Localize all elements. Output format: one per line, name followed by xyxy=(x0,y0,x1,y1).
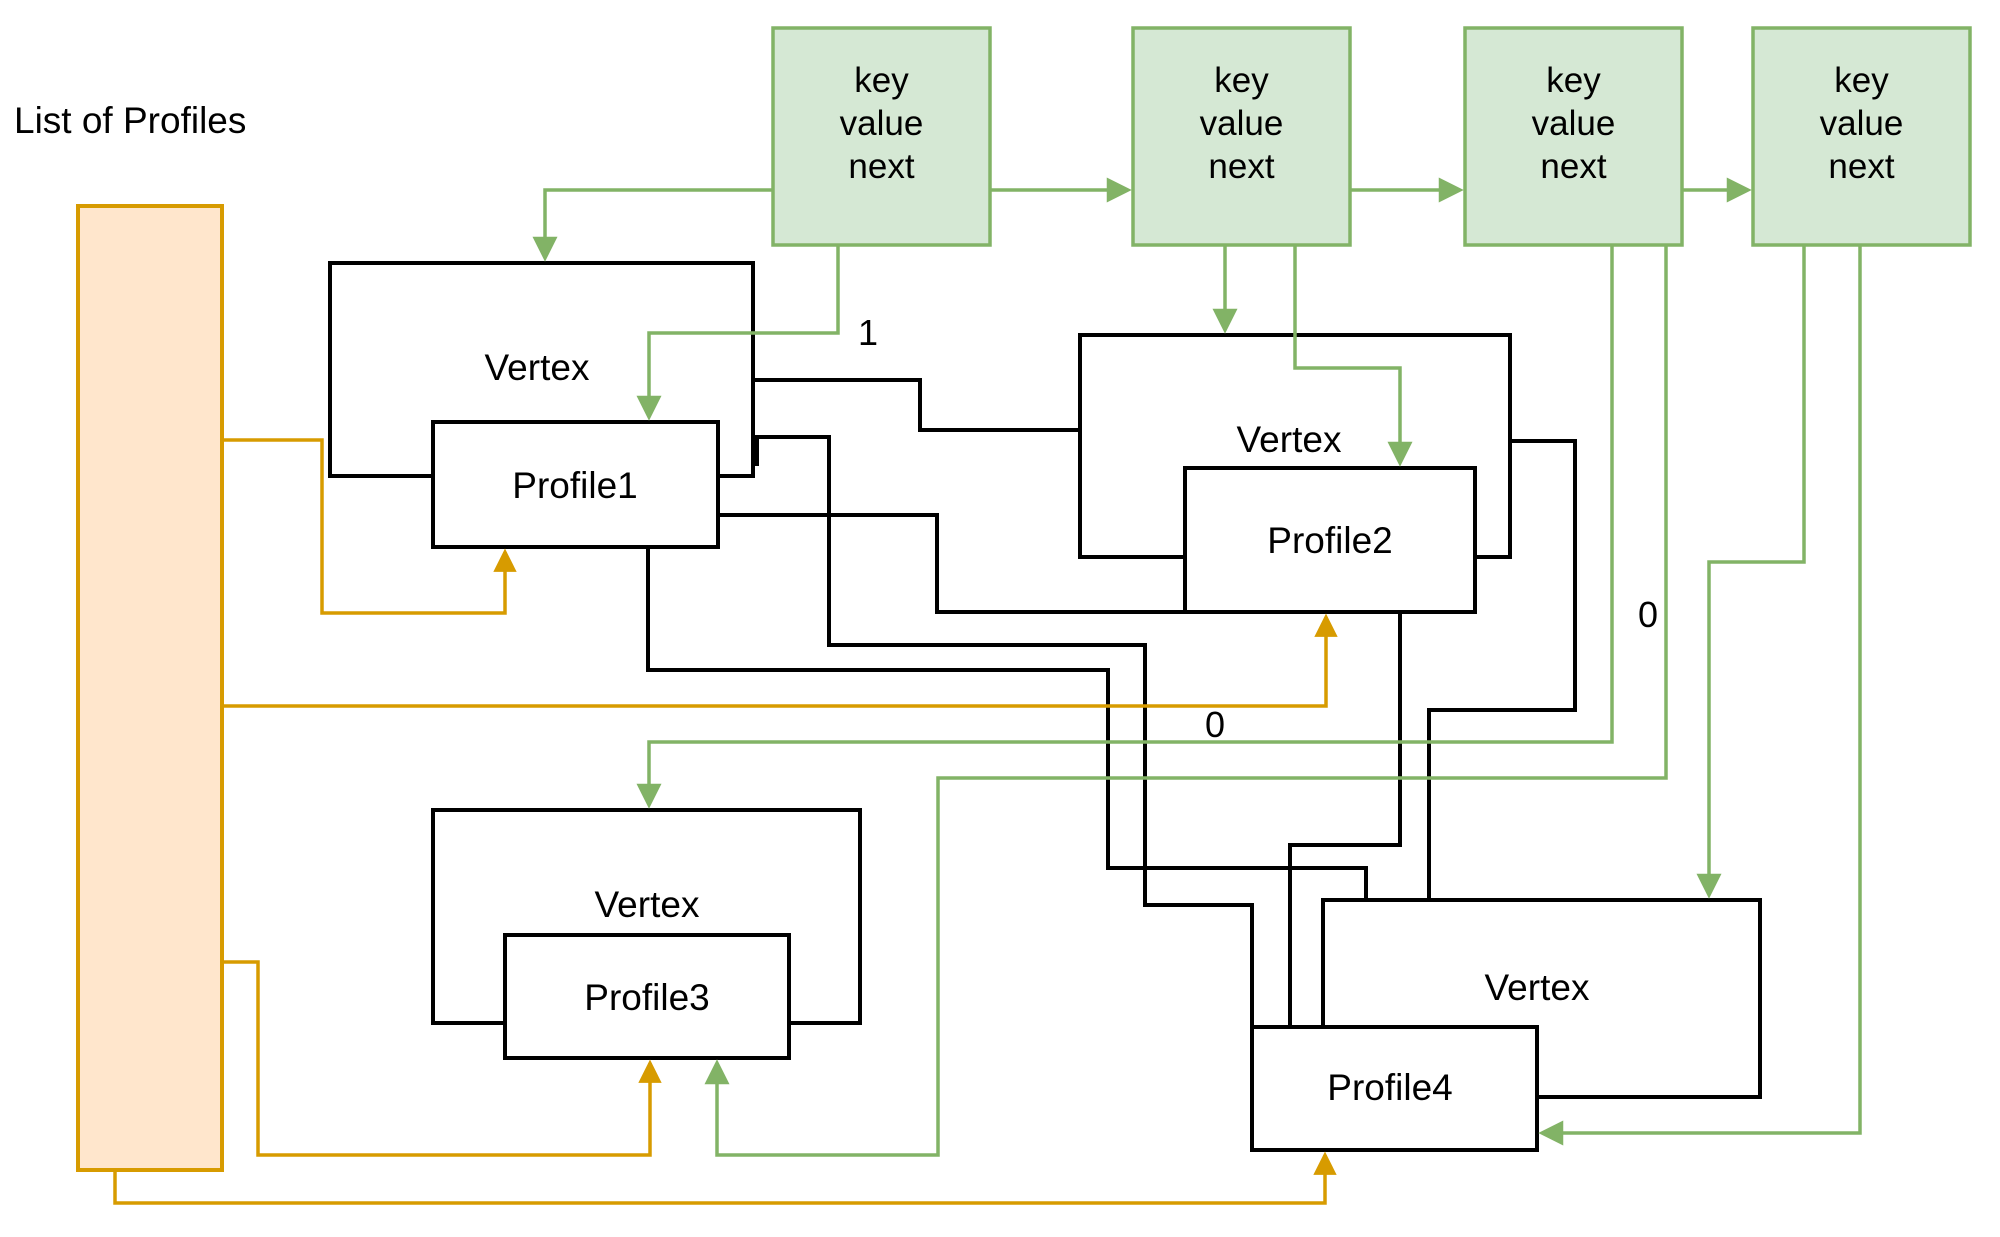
profile-2-box xyxy=(1183,466,1477,614)
edge-list-profile2 xyxy=(222,613,1338,708)
edge-profile1-vertex4 xyxy=(646,547,1368,900)
profile-3-label: Profile3 xyxy=(584,977,709,1018)
diagram-title: List of Profiles xyxy=(14,100,246,141)
edge-list-profile1 xyxy=(222,438,517,615)
weight-label-0-right: 0 xyxy=(1638,594,1658,635)
profile-2-label: Profile2 xyxy=(1267,520,1392,561)
edge-hash4-vertex4 xyxy=(1696,245,1806,899)
vertex-4-label: Vertex xyxy=(1485,967,1590,1008)
edge-hash1-profile1 xyxy=(636,245,840,421)
edge-profile1-profile2 xyxy=(718,513,1185,614)
black-edges-layer xyxy=(646,378,1577,1027)
edge-hash2-profile2 xyxy=(1293,245,1413,467)
profile-1-box xyxy=(431,420,720,549)
hash-node-4-line-next: next xyxy=(1828,147,1894,186)
profile-3-box xyxy=(503,933,791,1060)
hash-node-3-line-value: value xyxy=(1532,104,1616,143)
hash-node-2: key value next xyxy=(1131,26,1352,247)
hash-node-4-line-value: value xyxy=(1820,104,1904,143)
hash-node-3-line-next: next xyxy=(1540,147,1606,186)
hash-node-2-line-value: value xyxy=(1200,104,1284,143)
hash-node-1: key value next xyxy=(771,26,992,247)
hash-node-2-line-next: next xyxy=(1208,147,1274,186)
hash-node-4-box xyxy=(1751,26,1972,247)
edge-list-profile4 xyxy=(113,1151,1337,1205)
hash-node-1-box xyxy=(771,26,992,247)
hash-node-2-box xyxy=(1131,26,1352,247)
edge-vertex2-vertex4 xyxy=(1427,439,1577,900)
edge-hash1-vertex1 xyxy=(532,188,773,262)
hash-node-3-box xyxy=(1463,26,1684,247)
profile-4-label: Profile4 xyxy=(1327,1067,1452,1108)
hash-node-3-line-key: key xyxy=(1546,61,1601,100)
hash-node-1-line-next: next xyxy=(848,147,914,186)
hash-node-1-line-key: key xyxy=(854,61,909,100)
boxes-layer: key value next key value next key value next key v… xyxy=(76,26,1972,1172)
vertex-3-label: Vertex xyxy=(595,884,700,925)
weight-label-1: 1 xyxy=(858,312,878,353)
profile-4-box xyxy=(1250,1025,1539,1152)
vertex-1-label: Vertex xyxy=(485,347,590,388)
edge-hash3-vertex3 xyxy=(636,245,1614,809)
hash-node-4-line-key: key xyxy=(1834,61,1889,100)
hash-node-2-line-key: key xyxy=(1214,61,1269,100)
edge-list-profile3 xyxy=(222,960,662,1157)
labels-layer: 1 0 0 xyxy=(858,312,1658,745)
profile-1-label: Profile1 xyxy=(512,465,637,506)
edge-hash3-profile3 xyxy=(704,245,1668,1157)
hash-node-3: key value next xyxy=(1463,26,1684,247)
weight-label-0-mid: 0 xyxy=(1205,704,1225,745)
edge-profile2-profile4 xyxy=(1288,612,1402,1027)
list-of-profiles-array xyxy=(76,204,224,1172)
edge-hash4-profile4 xyxy=(1538,245,1862,1146)
hash-node-1-line-value: value xyxy=(840,104,924,143)
edge-profile1-profile4 xyxy=(718,435,1254,1027)
edge-vertex1-vertex2 xyxy=(753,378,1080,432)
hash-node-4: key value next xyxy=(1751,26,1972,247)
colored-edges-layer xyxy=(113,177,1862,1205)
vertex-2-label: Vertex xyxy=(1237,419,1342,460)
